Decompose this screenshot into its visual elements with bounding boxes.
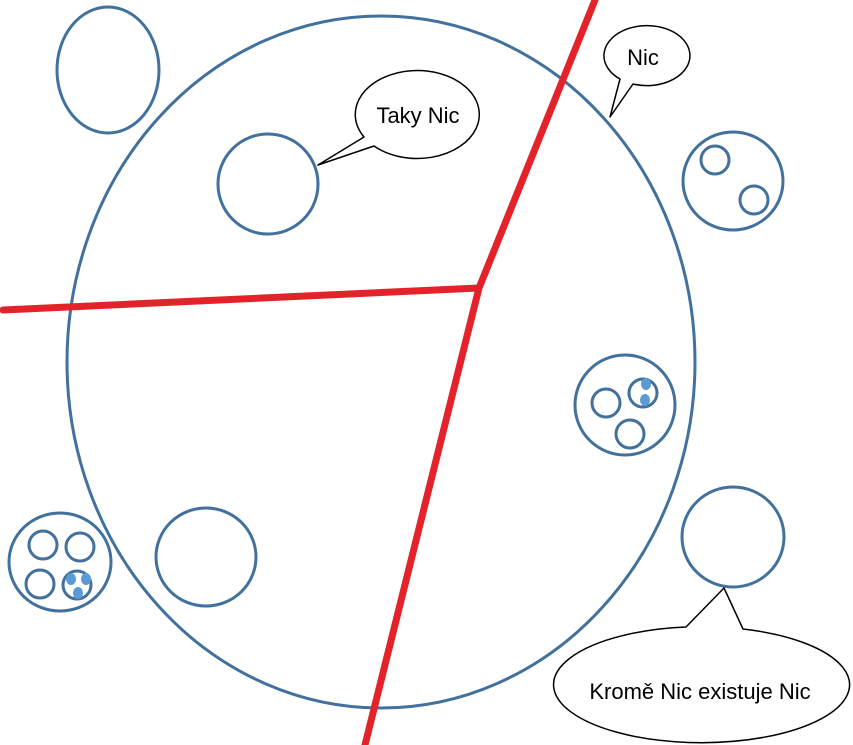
set-three-element-circle [614, 418, 646, 450]
set-four-element-circle [64, 531, 96, 563]
nested-dot [81, 573, 91, 585]
callout-nic-text: Nic [627, 45, 659, 70]
divider-line-left [0, 284, 483, 314]
callout-krome: Kromě Nic existuje Nic [552, 587, 851, 744]
set-two-elements [681, 130, 785, 232]
empty-circle-right-outside [680, 485, 786, 589]
set-four-element-circle [24, 568, 56, 600]
set-four-nested-circle [61, 569, 93, 601]
nested-dot [73, 587, 83, 599]
set-three-elements [573, 353, 677, 457]
set-three-nested-circle [627, 377, 659, 409]
set-two-element-circle [699, 144, 731, 176]
nested-dot [641, 378, 651, 390]
set-two-outer-circle [681, 130, 785, 232]
callout-nic-bubble [603, 24, 691, 118]
nested-dot [66, 573, 76, 585]
empty-circle-top-left [55, 5, 161, 135]
set-three-element-circle [590, 387, 622, 419]
set-two-element-circle [738, 184, 770, 216]
nested-dot [640, 394, 650, 406]
divider-line-lower [361, 284, 483, 745]
callout-krome-text: Kromě Nic existuje Nic [589, 679, 810, 704]
set-four-outer-circle [7, 511, 113, 613]
callout-krome-bubble [552, 587, 851, 744]
callout-taky-nic-text: Taky Nic [376, 103, 459, 128]
divider-line-upper [475, 0, 599, 292]
callout-nic: Nic [603, 24, 691, 118]
set-four-element-circle [27, 529, 59, 561]
callout-taky-nic: Taky Nic [317, 69, 481, 166]
callout-taky-nic-bubble [317, 69, 481, 166]
empty-circle-taky-nic [216, 132, 320, 236]
set-four-elements [7, 511, 113, 613]
set-three-outer-circle [573, 353, 677, 457]
big-universe-circle [65, 14, 697, 710]
empty-circle-inner-bottom [154, 506, 258, 608]
